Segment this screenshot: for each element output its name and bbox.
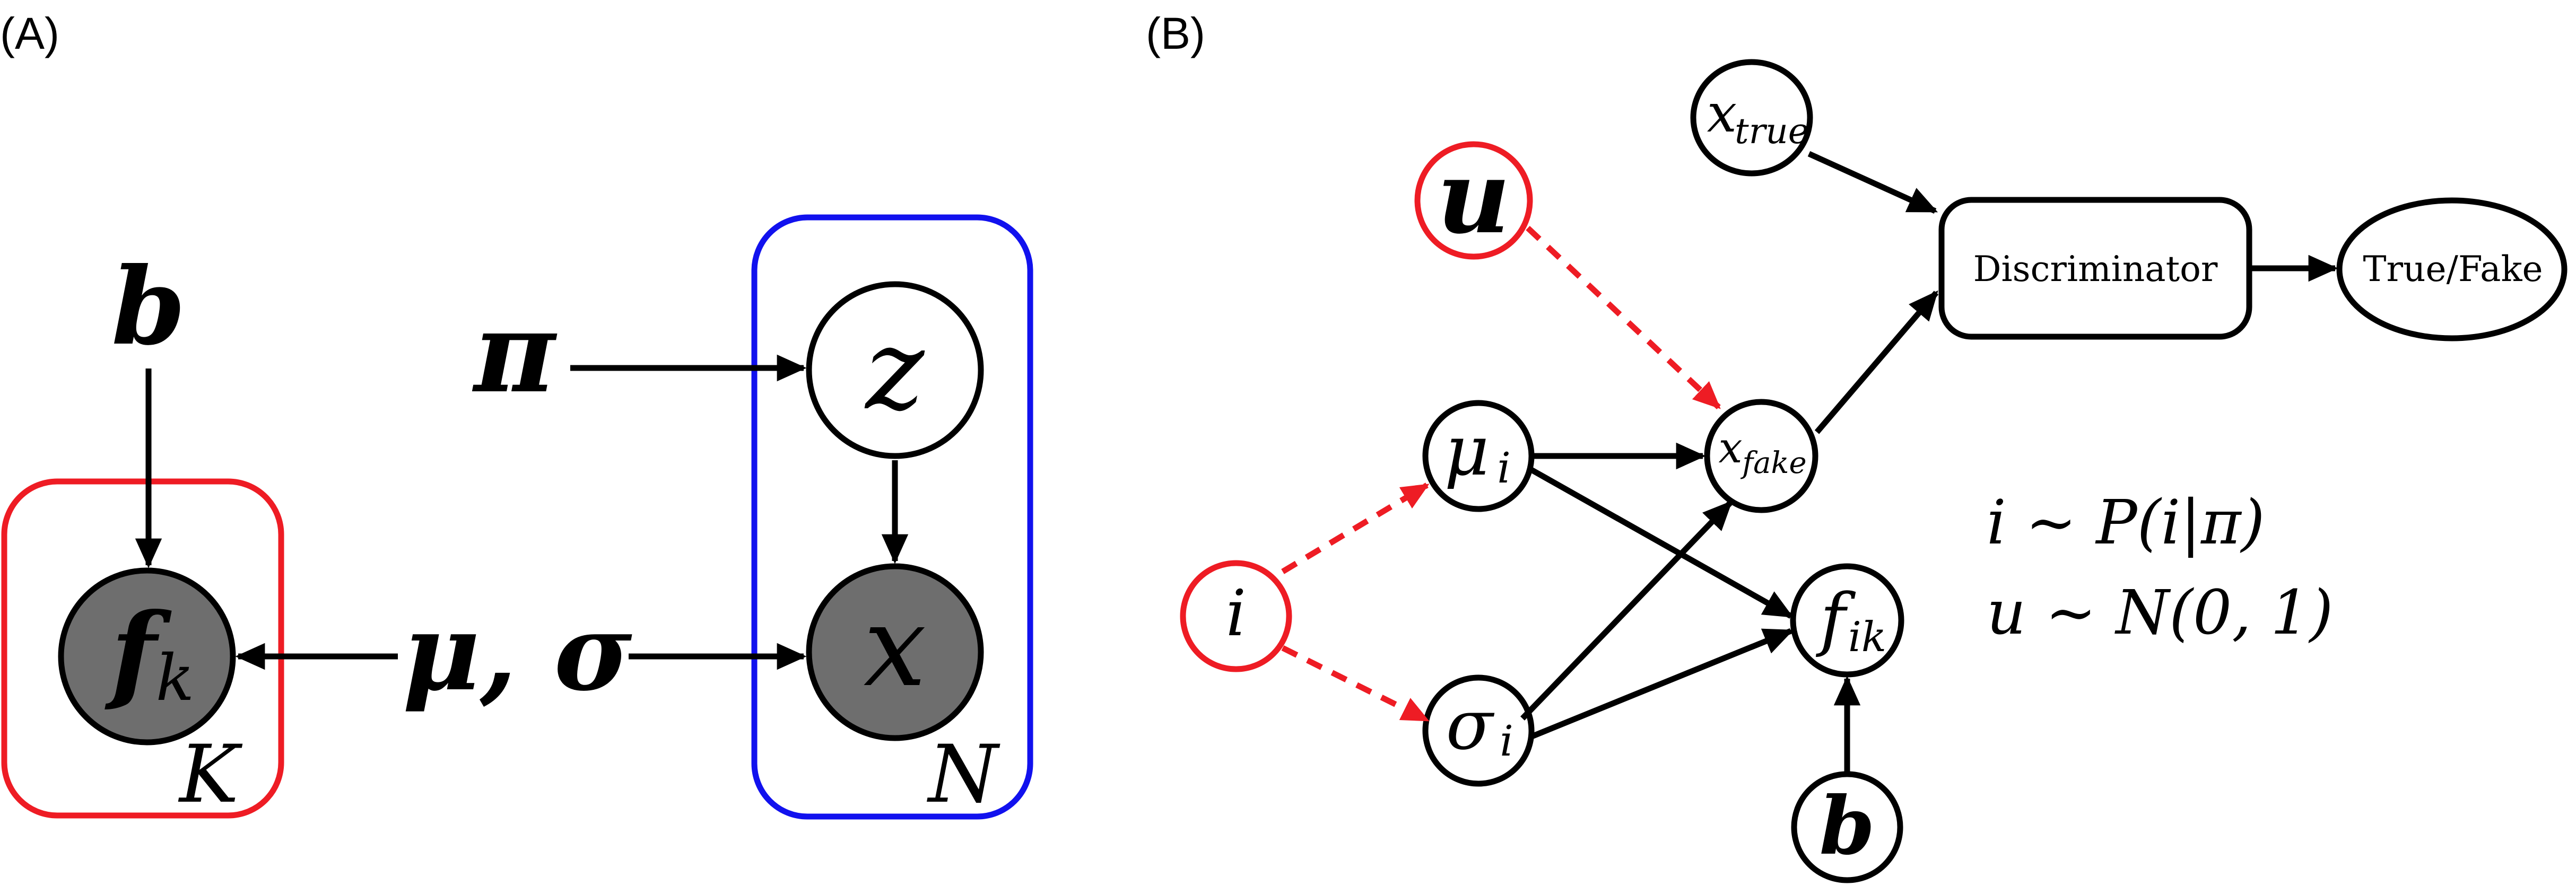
edge-i-to-mu xyxy=(1281,483,1430,574)
equation-i: i ∼ P(i|π) xyxy=(1987,487,2265,558)
node-x-fake-label: x xyxy=(1718,423,1742,472)
node-x-true-subscript: true xyxy=(1735,111,1809,152)
plate-n-label: N xyxy=(927,729,1000,821)
node-mu-i-subscript: i xyxy=(1497,443,1511,493)
node-b-b-label: b xyxy=(1820,779,1875,873)
node-z xyxy=(806,281,984,459)
node-f-k-subscript: k xyxy=(156,642,195,715)
edge-u-to-xfake xyxy=(1526,225,1721,410)
node-f-ik-subscript: ik xyxy=(1848,613,1886,661)
node-b-a: b xyxy=(111,244,186,369)
node-z-label: z xyxy=(864,305,925,435)
node-sigma-i-label: σ xyxy=(1446,685,1495,765)
node-x-a-label: x xyxy=(864,582,926,712)
edge-sigma-to-fik xyxy=(1529,628,1794,740)
node-b-b xyxy=(1791,771,1903,883)
panel-label-a: (A) xyxy=(0,8,59,58)
true-fake-node xyxy=(2336,197,2568,341)
node-f-k xyxy=(58,567,236,745)
true-fake-label: True/Fake xyxy=(2363,249,2543,290)
discriminator-box xyxy=(1938,197,2252,340)
edge-mu-to-fik xyxy=(1529,467,1794,619)
discriminator-label: Discriminator xyxy=(1973,249,2218,290)
node-u-label: u xyxy=(1437,138,1510,256)
plate-k xyxy=(1,478,284,819)
plate-k-label: K xyxy=(178,729,243,821)
node-x-true xyxy=(1690,59,1813,177)
plate-n xyxy=(751,214,1033,820)
panel-label-b: (B) xyxy=(1146,8,1205,58)
node-pi: π xyxy=(472,287,558,418)
node-sigma-i xyxy=(1422,674,1535,787)
edge-xtrue-to-disc xyxy=(1807,151,1938,214)
node-i xyxy=(1180,560,1292,672)
node-f-ik xyxy=(1790,563,1904,678)
node-u xyxy=(1414,141,1533,260)
edge-xfake-to-disc xyxy=(1814,290,1939,434)
equation-u: u ∼ N(0, 1) xyxy=(1987,577,2333,648)
node-x-fake-subscript: fake xyxy=(1740,446,1806,480)
node-x-fake xyxy=(1704,399,1818,513)
node-x-true-label: x xyxy=(1707,82,1737,144)
node-x-a xyxy=(806,563,984,741)
node-mu-i xyxy=(1422,400,1535,512)
node-mu-i-label: μ xyxy=(1444,410,1490,491)
node-i-label: i xyxy=(1226,577,1246,651)
edge-i-to-sigma xyxy=(1281,645,1430,723)
node-sigma-i-subscript: i xyxy=(1500,716,1513,766)
node-mu-sigma: μ, σ xyxy=(402,590,632,715)
edge-sigma-to-xfake xyxy=(1520,500,1733,721)
